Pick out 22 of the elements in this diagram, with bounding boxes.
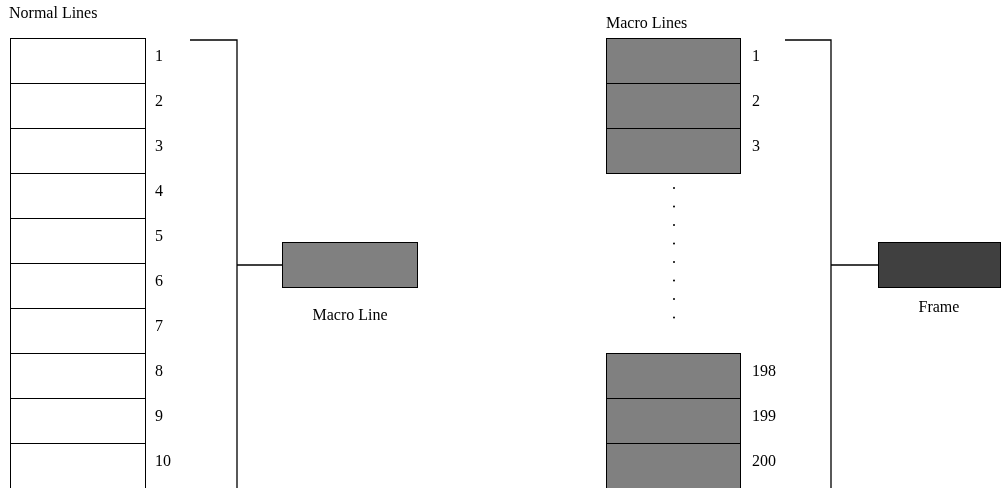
line-number: 1 bbox=[155, 47, 163, 65]
box-caption: Frame bbox=[918, 298, 960, 316]
line-number: 4 bbox=[155, 182, 163, 200]
line-number: 199 bbox=[752, 407, 776, 425]
line-number: 5 bbox=[155, 227, 163, 245]
line-number: 2 bbox=[155, 92, 163, 110]
stack-heading: Macro Lines bbox=[606, 14, 688, 32]
line-number: 200 bbox=[752, 452, 776, 470]
line-number: 198 bbox=[752, 362, 776, 380]
line-number: 3 bbox=[155, 137, 163, 155]
frame-box bbox=[878, 242, 1001, 288]
vertical-ellipsis: ........ bbox=[674, 186, 682, 334]
line-number: 10 bbox=[155, 452, 171, 470]
stack-heading: Normal Lines bbox=[9, 4, 98, 22]
line-number: 8 bbox=[155, 362, 163, 380]
line-number: 7 bbox=[155, 317, 163, 335]
line-number: 6 bbox=[155, 272, 163, 290]
line-number: 3 bbox=[752, 137, 760, 155]
line-number: 2 bbox=[752, 92, 760, 110]
line-number: 9 bbox=[155, 407, 163, 425]
line-number: 1 bbox=[752, 47, 760, 65]
box-caption: Macro Line bbox=[312, 306, 388, 324]
